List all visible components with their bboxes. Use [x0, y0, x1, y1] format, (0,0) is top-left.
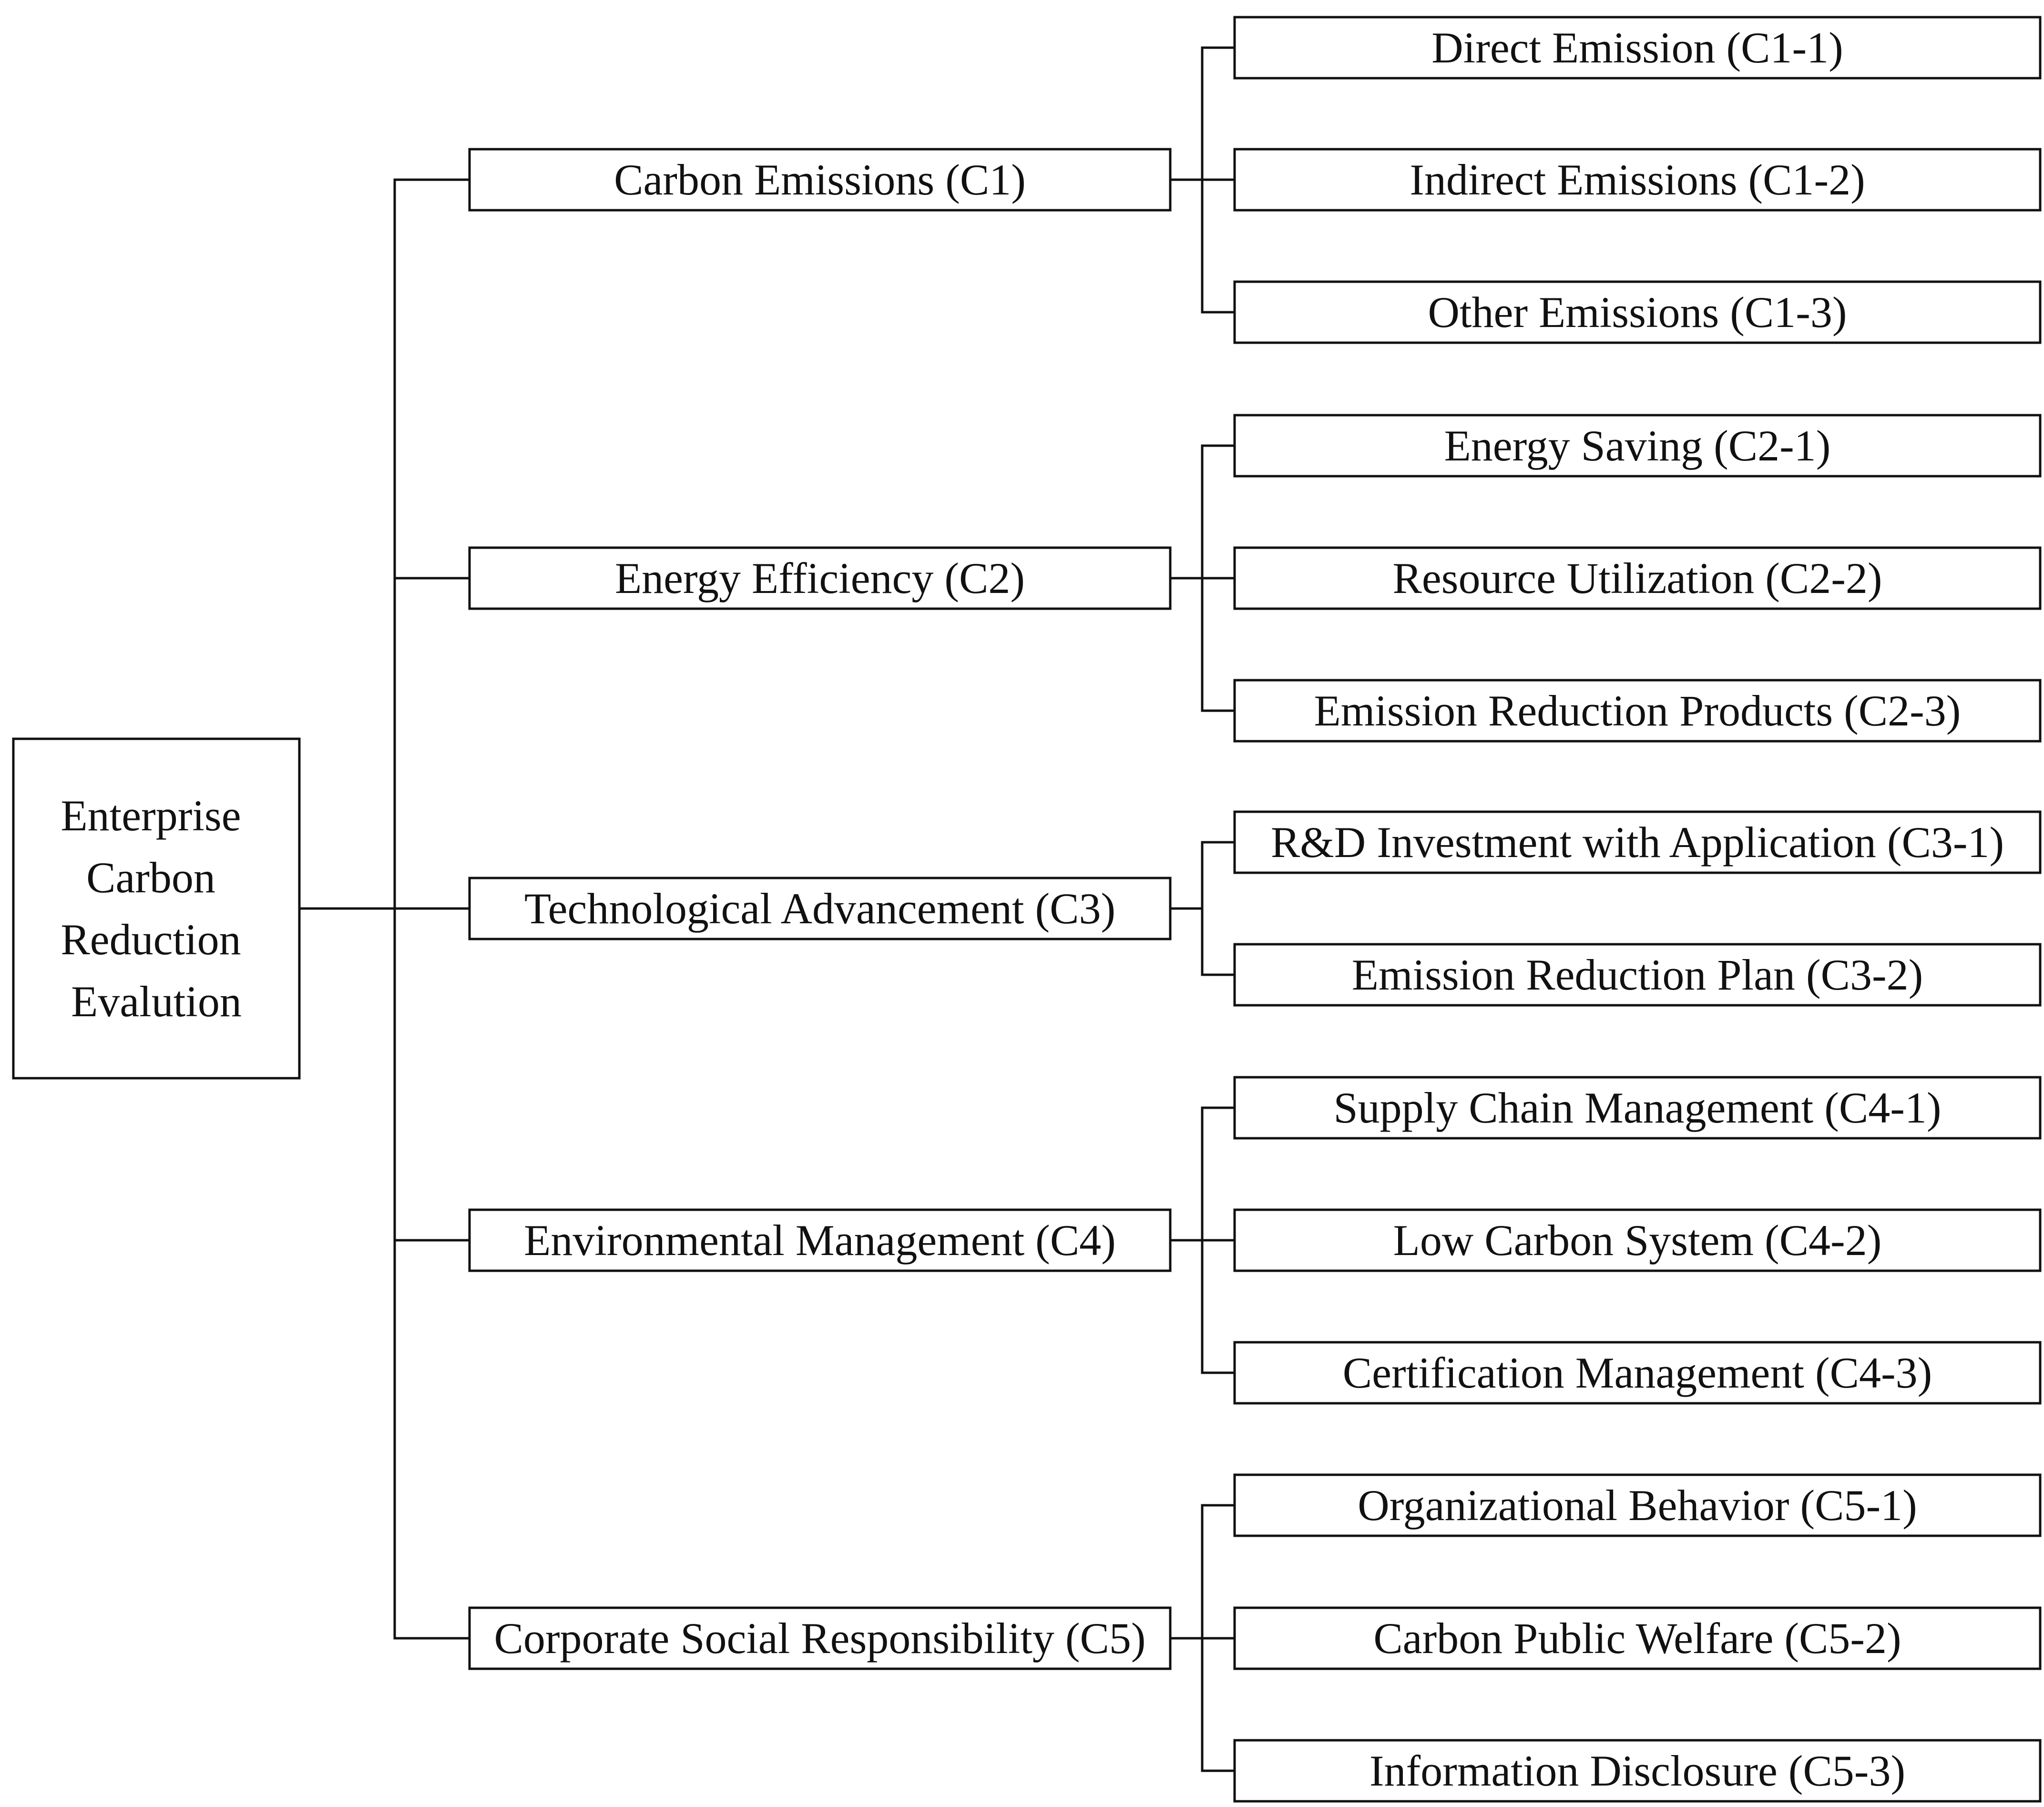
criterion-box [468, 148, 1172, 212]
subcriterion-label: Supply Chain Management (C4-1) [1333, 1083, 1941, 1132]
subcriterion-label: Energy Saving (C2-1) [1444, 421, 1831, 470]
subcriterion-label: Resource Utilization (C2-2) [1392, 554, 1882, 602]
subcriterion-node-3-2: Emission Reduction Plan (C3-2) [1233, 943, 2042, 1007]
subcriterion-box [1233, 810, 2042, 874]
subcriterion-node-1-3: Other Emissions (C1-3) [1233, 280, 2042, 344]
subcriterion-label: Low Carbon System (C4-2) [1393, 1216, 1882, 1265]
subcriterion-node-4-3: Certification Management (C4-3) [1233, 1341, 2042, 1405]
subcriterion-box [1233, 1739, 2042, 1803]
subcriterion-node-3-1: R&D Investment with Application (C3-1) [1233, 810, 2042, 874]
criterion-label: Corporate Social Responsibility (C5) [494, 1614, 1145, 1663]
criterion-label: Energy Efficiency (C2) [615, 554, 1025, 602]
root-label-line-3: Reduction [61, 915, 241, 964]
criterion-box [468, 877, 1172, 940]
criterion-box [468, 546, 1172, 610]
criterion-box [468, 1606, 1172, 1670]
criteria-layer: Carbon Emissions (C1) Energy Efficiency (… [468, 148, 1172, 1670]
criterion-label: Technological Advancement (C3) [524, 884, 1115, 933]
criterion-node-3: Technological Advancement (C3) [468, 877, 1172, 940]
subcriterion-label: Certification Management (C4-3) [1343, 1348, 1932, 1397]
subcriterion-label: Organizational Behavior (C5-1) [1358, 1481, 1917, 1530]
subcriterion-box [1233, 1473, 2042, 1537]
connectors [298, 46, 1236, 1772]
subcriterion-box [1233, 1076, 2042, 1140]
criterion-node-5: Corporate Social Responsibility (C5) [468, 1606, 1172, 1670]
subcriterion-label: Information Disclosure (C5-3) [1369, 1746, 1905, 1795]
subcriterion-label: R&D Investment with Application (C3-1) [1271, 818, 2004, 867]
subcriterion-node-5-3: Information Disclosure (C5-3) [1233, 1739, 2042, 1803]
subcriterion-node-2-3: Emission Reduction Products (C2-3) [1233, 679, 2042, 743]
subcriterion-node-4-1: Supply Chain Management (C4-1) [1233, 1076, 2042, 1140]
subcriterion-box [1233, 1208, 2042, 1272]
subcriterion-node-5-2: Carbon Public Welfare (C5-2) [1233, 1606, 2042, 1670]
subcriterion-node-2-1: Energy Saving (C2-1) [1233, 414, 2042, 478]
subcriteria-layer: Direct Emission (C1-1) Indirect Emissions… [1233, 16, 2042, 1803]
subcriterion-box [1233, 414, 2042, 478]
criterion-label: Carbon Emissions (C1) [614, 155, 1026, 204]
subcriterion-node-5-1: Organizational Behavior (C5-1) [1233, 1473, 2042, 1537]
subcriterion-label: Indirect Emissions (C1-2) [1410, 155, 1865, 204]
subcriterion-label: Emission Reduction Products (C2-3) [1314, 686, 1961, 735]
subcriterion-label: Emission Reduction Plan (C3-2) [1352, 950, 1923, 999]
root-box [12, 737, 301, 1080]
subcriterion-node-2-2: Resource Utilization (C2-2) [1233, 546, 2042, 610]
criterion-box [468, 1208, 1172, 1272]
subcriterion-box [1233, 16, 2042, 80]
subcriterion-box [1233, 679, 2042, 743]
root-label-line-2: Carbon [86, 853, 215, 902]
subcriterion-box [1233, 1606, 2042, 1670]
root-node: Enterprise Carbon Reduction Evalution [12, 737, 301, 1080]
criterion-node-4: Environmental Management (C4) [468, 1208, 1172, 1272]
criterion-node-1: Carbon Emissions (C1) [468, 148, 1172, 212]
root-label-line-4: Evalution [71, 977, 242, 1026]
subcriterion-label: Other Emissions (C1-3) [1428, 288, 1847, 337]
subcriterion-box [1233, 148, 2042, 212]
root-label-line-1: Enterprise [61, 791, 241, 840]
criterion-label: Environmental Management (C4) [524, 1216, 1116, 1265]
subcriterion-label: Direct Emission (C1-1) [1431, 23, 1843, 72]
subcriterion-node-1-1: Direct Emission (C1-1) [1233, 16, 2042, 80]
subcriterion-box [1233, 1341, 2042, 1405]
subcriterion-box [1233, 943, 2042, 1007]
subcriterion-node-1-2: Indirect Emissions (C1-2) [1233, 148, 2042, 212]
subcriterion-box [1233, 546, 2042, 610]
subcriterion-node-4-2: Low Carbon System (C4-2) [1233, 1208, 2042, 1272]
root-label: Enterprise Carbon Reduction Evalution [61, 791, 252, 1026]
criterion-node-2: Energy Efficiency (C2) [468, 546, 1172, 610]
subcriterion-box [1233, 280, 2042, 344]
subcriterion-label: Carbon Public Welfare (C5-2) [1373, 1614, 1901, 1663]
